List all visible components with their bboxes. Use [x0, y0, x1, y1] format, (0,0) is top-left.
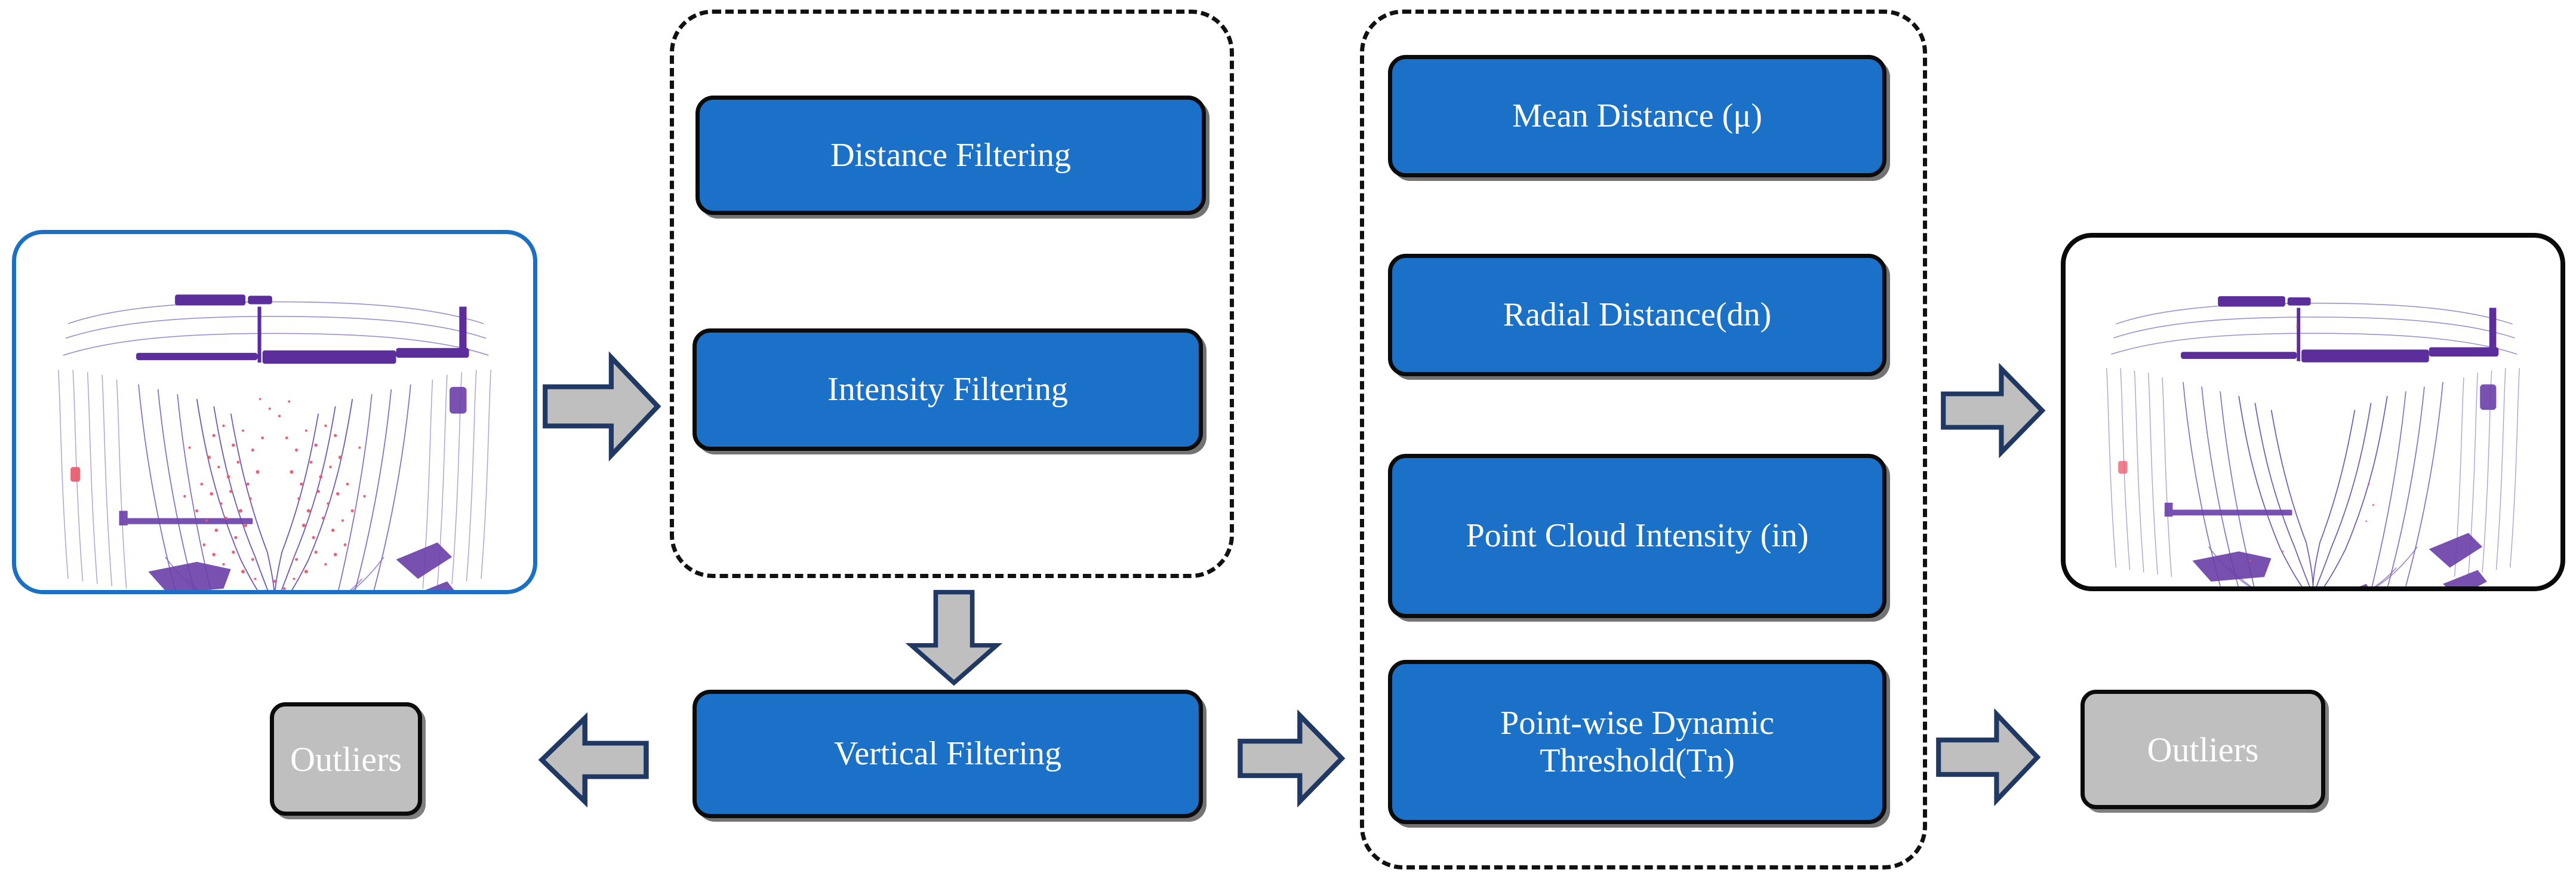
- process-box-intensity-filtering[interactable]: Intensity Filtering: [693, 328, 1203, 451]
- arrow-group-two-to-outliers-right: [1934, 703, 2042, 811]
- process-box-distance-filtering[interactable]: Distance Filtering: [695, 96, 1206, 215]
- process-box-point-cloud-intensity[interactable]: Point Cloud Intensity (in): [1388, 454, 1886, 618]
- outliers-box-left[interactable]: Outliers: [270, 702, 422, 816]
- radial-filtering-group: [670, 10, 1234, 578]
- process-box-label: Radial Distance(dn): [1503, 296, 1772, 334]
- process-box-radial-distance[interactable]: Radial Distance(dn): [1388, 254, 1886, 376]
- process-box-label: Distance Filtering: [830, 136, 1071, 174]
- lidar-point-cloud-denoised-image: [2066, 238, 2560, 586]
- arrow-vertical-filtering-to-outliers-left: [537, 708, 651, 812]
- outliers-box-right[interactable]: Outliers: [2081, 690, 2325, 809]
- input-panel: Input: [12, 230, 537, 594]
- process-box-vertical-filtering[interactable]: Vertical Filtering: [693, 690, 1203, 818]
- arrow-input-to-group-one: [540, 345, 663, 468]
- process-box-label: Point-wise Dynamic Threshold(Tn): [1500, 704, 1774, 779]
- process-box-label: Point Cloud Intensity (in): [1466, 517, 1809, 555]
- arrow-group-two-to-output: [1939, 358, 2046, 463]
- outliers-label: Outliers: [2147, 730, 2259, 769]
- lidar-point-cloud-noisy-image: [16, 234, 533, 590]
- dynamic-threshold-group: [1360, 10, 1927, 869]
- arrow-group-one-to-vertical-filtering: [903, 588, 1005, 687]
- process-box-label: Mean Distance (μ): [1512, 97, 1762, 135]
- arrow-vertical-filtering-to-group-two: [1236, 705, 1346, 812]
- process-box-label: Vertical Filtering: [833, 735, 1061, 773]
- process-box-label: Intensity Filtering: [827, 371, 1068, 408]
- output-panel: Output: [2061, 233, 2565, 591]
- process-box-mean-distance[interactable]: Mean Distance (μ): [1388, 55, 1886, 177]
- outliers-label: Outliers: [290, 739, 402, 779]
- process-box-point-wise-dynamic-threshold[interactable]: Point-wise Dynamic Threshold(Tn): [1388, 660, 1886, 824]
